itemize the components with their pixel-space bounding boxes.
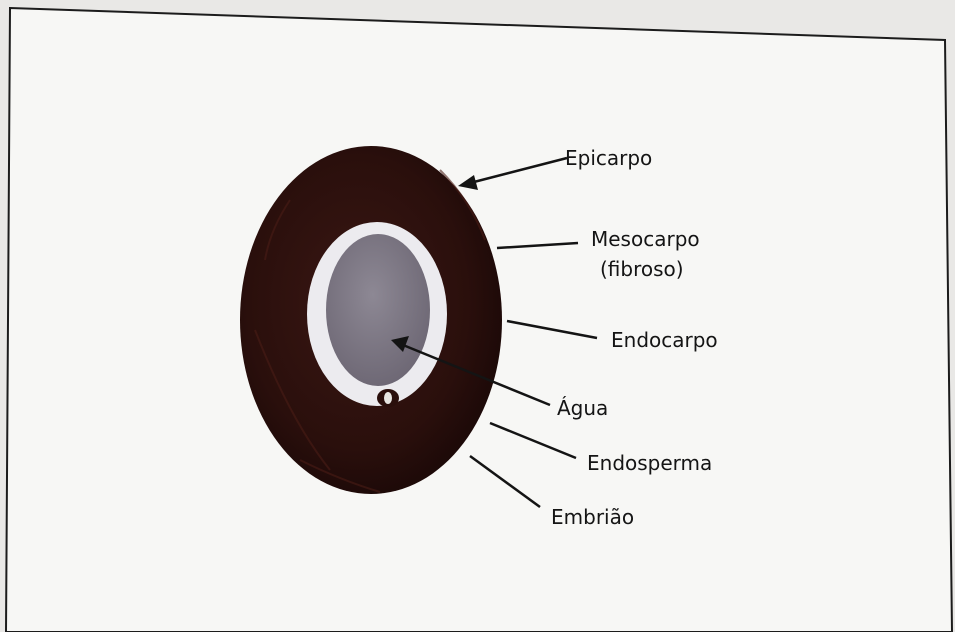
label-mesocarpo: Mesocarpo	[591, 226, 700, 252]
label-epicarpo: Epicarpo	[565, 145, 652, 171]
label-agua: Água	[557, 395, 608, 421]
label-mesocarpo-note: (fibroso)	[600, 256, 684, 282]
coconut-illustration	[240, 146, 502, 494]
embryo	[377, 389, 399, 407]
label-embriao: Embrião	[551, 504, 634, 530]
label-endocarpo: Endocarpo	[611, 327, 718, 353]
label-endosperma: Endosperma	[587, 450, 712, 476]
water-cavity	[326, 234, 430, 386]
